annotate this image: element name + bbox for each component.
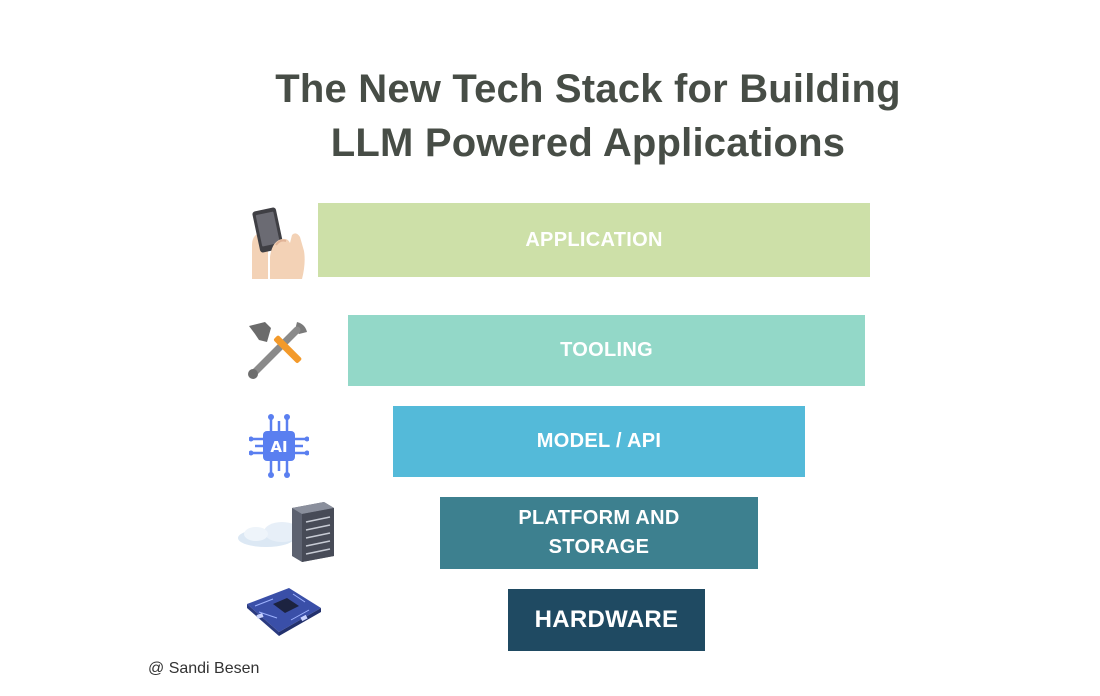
layer-model-api: MODEL / API xyxy=(393,406,805,477)
title-line-2: LLM Powered Applications xyxy=(0,116,1100,170)
layer-application: APPLICATION xyxy=(318,203,870,277)
circuit-board-icon xyxy=(243,586,323,636)
title-line-1: The New Tech Stack for Building xyxy=(0,62,1100,116)
layer-hardware-label: HARDWARE xyxy=(535,606,679,634)
ai-chip-icon: AI xyxy=(249,413,309,479)
cloud-server-icon xyxy=(236,500,336,562)
layer-application-label: APPLICATION xyxy=(525,229,662,252)
page-title: The New Tech Stack for Building LLM Powe… xyxy=(0,62,1100,170)
layer-platform-label-line-1: PLATFORM AND xyxy=(518,504,679,533)
hand-phone-icon xyxy=(246,205,310,279)
svg-text:AI: AI xyxy=(270,438,287,456)
layer-tooling-label: TOOLING xyxy=(560,339,653,362)
layer-hardware: HARDWARE xyxy=(508,589,705,651)
layer-platform-storage: PLATFORM AND STORAGE xyxy=(440,497,758,569)
layer-tooling: TOOLING xyxy=(348,315,865,386)
author-credit: @ Sandi Besen xyxy=(148,660,259,678)
layer-model-api-label: MODEL / API xyxy=(537,430,661,453)
layer-platform-label-line-2: STORAGE xyxy=(549,533,650,562)
hammer-wrench-icon xyxy=(245,318,309,380)
